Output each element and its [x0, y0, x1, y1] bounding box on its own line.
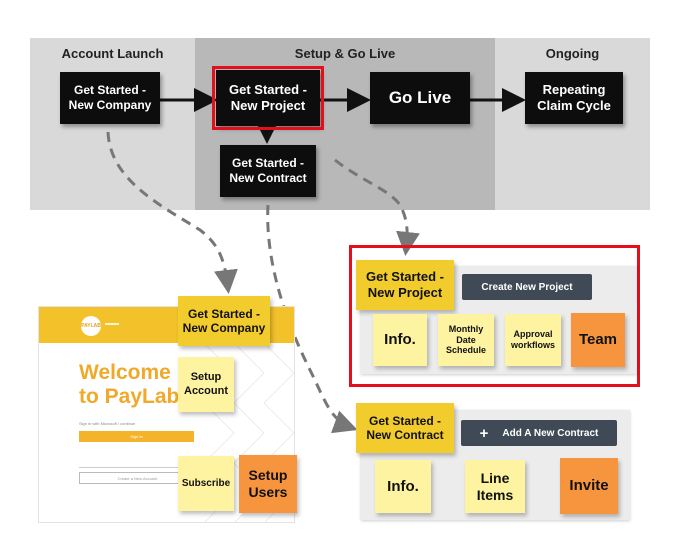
signin-button-label: Sign In [130, 434, 143, 439]
paylab-signin-button[interactable]: Sign In [79, 431, 194, 442]
dashed-project-to-panel [334, 158, 420, 256]
sticky-approval-workflows: Approval workflows [505, 314, 561, 366]
phase-title: Setup & Go Live [294, 46, 396, 61]
sticky-team: Team [571, 313, 625, 367]
sticky-contract-info: Info. [375, 460, 431, 513]
add-new-contract-button[interactable]: + Add A New Contract [461, 420, 617, 446]
block-new-company[interactable]: Get Started - New Company [60, 72, 160, 124]
block-repeating-claim-cycle[interactable]: Repeating Claim Cycle [525, 72, 623, 124]
project-panel-highlight [349, 245, 640, 387]
block-go-live[interactable]: Go Live [370, 72, 470, 124]
sticky-line-items: Line Items [465, 460, 525, 513]
create-new-project-label: Create New Project [481, 281, 573, 293]
create-new-project-button[interactable]: Create New Project [462, 274, 592, 300]
dashed-company-to-paylab [106, 131, 238, 294]
sticky-new-company: Get Started - New Company [178, 296, 270, 346]
paylab-signin-caption: Sign in with Microsoft / continue [79, 421, 136, 426]
paylab-logo: PAYLAB [81, 316, 101, 336]
paylab-welcome-line1: Welcome [79, 361, 171, 384]
create-button-label: Create a New Account [117, 475, 158, 481]
dashed-contract-to-panel [266, 204, 358, 434]
sticky-new-contract: Get Started - New Contract [356, 403, 454, 453]
phase-title: Account Launch [61, 46, 164, 61]
block-new-contract[interactable]: Get Started - New Contract [220, 145, 316, 197]
sticky-monthly-date-schedule: Monthly Date Schedule [438, 314, 494, 366]
paylab-divider [79, 467, 194, 468]
phase-title: Ongoing [545, 46, 600, 61]
plus-icon: + [479, 424, 489, 442]
sticky-setup-account: Setup Account [178, 357, 234, 412]
paylab-welcome-line2: to PayLab. [79, 385, 186, 408]
paylab-header-line [105, 323, 119, 325]
sticky-setup-users: Setup Users [239, 455, 297, 513]
sticky-new-project: Get Started - New Project [356, 260, 454, 310]
sticky-invite: Invite [560, 458, 618, 514]
sticky-subscribe: Subscribe [178, 456, 234, 511]
phase-account-launch: Account Launch [30, 38, 195, 210]
sticky-project-info: Info. [373, 314, 427, 366]
phase-ongoing: Ongoing [495, 38, 650, 210]
add-new-contract-label: Add A New Contract [502, 427, 599, 439]
paylab-logo-text: PAYLAB [81, 323, 101, 329]
block-new-project[interactable]: Get Started - New Project [212, 66, 324, 130]
